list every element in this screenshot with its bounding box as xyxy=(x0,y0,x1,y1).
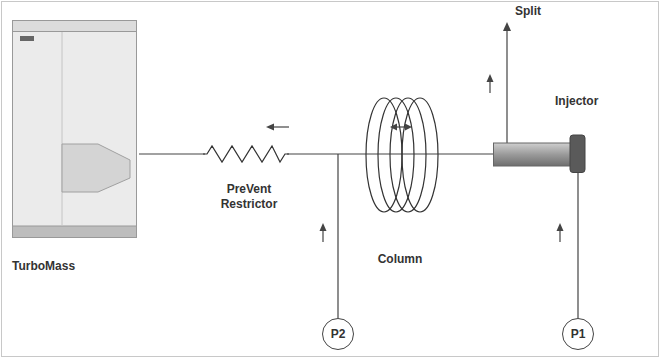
column-coil xyxy=(366,98,438,212)
part-name: Injector xyxy=(555,94,603,108)
gauge-label: P2 xyxy=(331,327,346,341)
flow-arrowhead xyxy=(405,124,412,131)
split-line xyxy=(506,30,507,143)
flow-arrowhead xyxy=(487,74,494,82)
flow-arrowhead xyxy=(266,124,274,131)
flow-arrowhead xyxy=(320,223,327,231)
tubing-line xyxy=(139,153,493,154)
flow-label: Split xyxy=(515,4,565,19)
pressure-gauge: P1 xyxy=(562,318,594,350)
instrument-box: TurboMass xyxy=(12,20,139,276)
part-name: Column xyxy=(365,252,435,267)
flow-arrowhead xyxy=(390,124,397,131)
resistor-symbol xyxy=(203,146,289,162)
split-arrowhead xyxy=(503,22,511,31)
tubing-line xyxy=(577,173,578,318)
mass-spectrometer-illustration xyxy=(12,20,137,238)
pressure-gauge: P2 xyxy=(322,318,354,350)
part-name: PreVent Restrictor xyxy=(208,182,290,212)
part-name: TurboMass xyxy=(12,259,139,273)
flow-arrowhead xyxy=(557,223,564,231)
pressure-line xyxy=(337,154,338,318)
injector-unit: Injector xyxy=(493,90,603,173)
flow-arrow xyxy=(272,126,289,127)
gauge-label: P1 xyxy=(571,327,586,341)
